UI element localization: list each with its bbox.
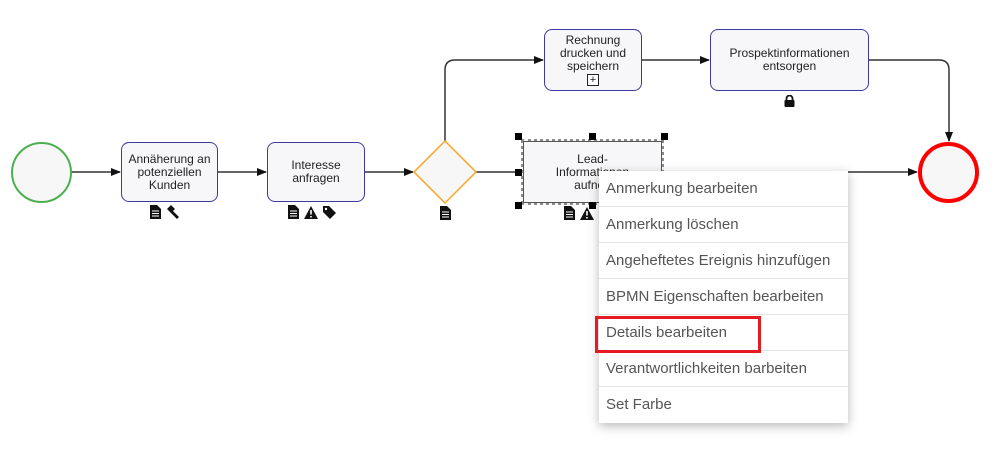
document-icon[interactable] — [440, 206, 451, 220]
resize-handle-w[interactable] — [515, 169, 522, 176]
task-label: Prospektinformationen entsorgen — [729, 46, 850, 73]
tag-icon[interactable] — [323, 205, 336, 219]
exclusive-gateway[interactable] — [412, 139, 478, 205]
task-icons — [564, 206, 594, 220]
menu-item-bpmn-eigenschaften[interactable]: BPMN Eigenschaften bearbeiten — [599, 279, 848, 315]
task-label: Interesse anfragen — [291, 158, 341, 185]
task-icons — [784, 95, 795, 107]
resize-handle-sw[interactable] — [515, 202, 522, 209]
menu-item-set-farbe[interactable]: Set Farbe — [606, 396, 672, 413]
task-rechnung[interactable]: Rechnung drucken und speichern + — [544, 29, 642, 91]
menu-item-angeheftetes-ereignis[interactable]: Angeheftetes Ereignis hinzufügen — [599, 243, 848, 279]
task-icons — [288, 205, 336, 219]
resize-handle-ne[interactable] — [661, 133, 668, 140]
start-event[interactable] — [11, 142, 72, 203]
task-icons — [150, 205, 180, 219]
task-prospektinformationen[interactable]: Prospektinformationen entsorgen — [710, 29, 869, 91]
flow-t4-to-end[interactable] — [869, 59, 953, 142]
subprocess-marker-icon[interactable]: + — [587, 74, 599, 86]
task-annaeherung[interactable]: Annäherung an potenziellen Kunden — [121, 142, 218, 202]
menu-item-anmerkung-loeschen[interactable]: Anmerkung löschen — [599, 207, 848, 243]
menu-item-details-bearbeiten[interactable]: Details bearbeiten — [595, 315, 848, 353]
warning-icon[interactable] — [580, 206, 594, 220]
task-label: Rechnung drucken und speichern — [559, 33, 627, 73]
flow-gateway-to-t3[interactable] — [444, 56, 544, 141]
menu-item-anmerkung-bearbeiten[interactable]: Anmerkung bearbeiten — [599, 171, 848, 207]
task-interesse-anfragen[interactable]: Interesse anfragen — [267, 142, 365, 202]
context-menu: Anmerkung bearbeiten Anmerkung löschen A… — [595, 171, 848, 423]
resize-handle-n[interactable] — [589, 133, 596, 140]
document-icon[interactable] — [288, 205, 299, 219]
document-icon[interactable] — [150, 205, 161, 219]
gateway-icons — [440, 206, 451, 220]
warning-icon[interactable] — [304, 205, 318, 219]
task-label: Annäherung an potenziellen Kunden — [128, 151, 211, 192]
lock-icon[interactable] — [784, 95, 795, 107]
document-icon[interactable] — [564, 206, 575, 220]
end-event[interactable] — [918, 142, 979, 203]
menu-item-verantwortlichkeiten[interactable]: Verantwortlichkeiten barbeiten — [599, 351, 848, 387]
resize-handle-nw[interactable] — [515, 133, 522, 140]
resize-handle-s[interactable] — [589, 202, 596, 209]
hammer-icon[interactable] — [166, 205, 180, 219]
